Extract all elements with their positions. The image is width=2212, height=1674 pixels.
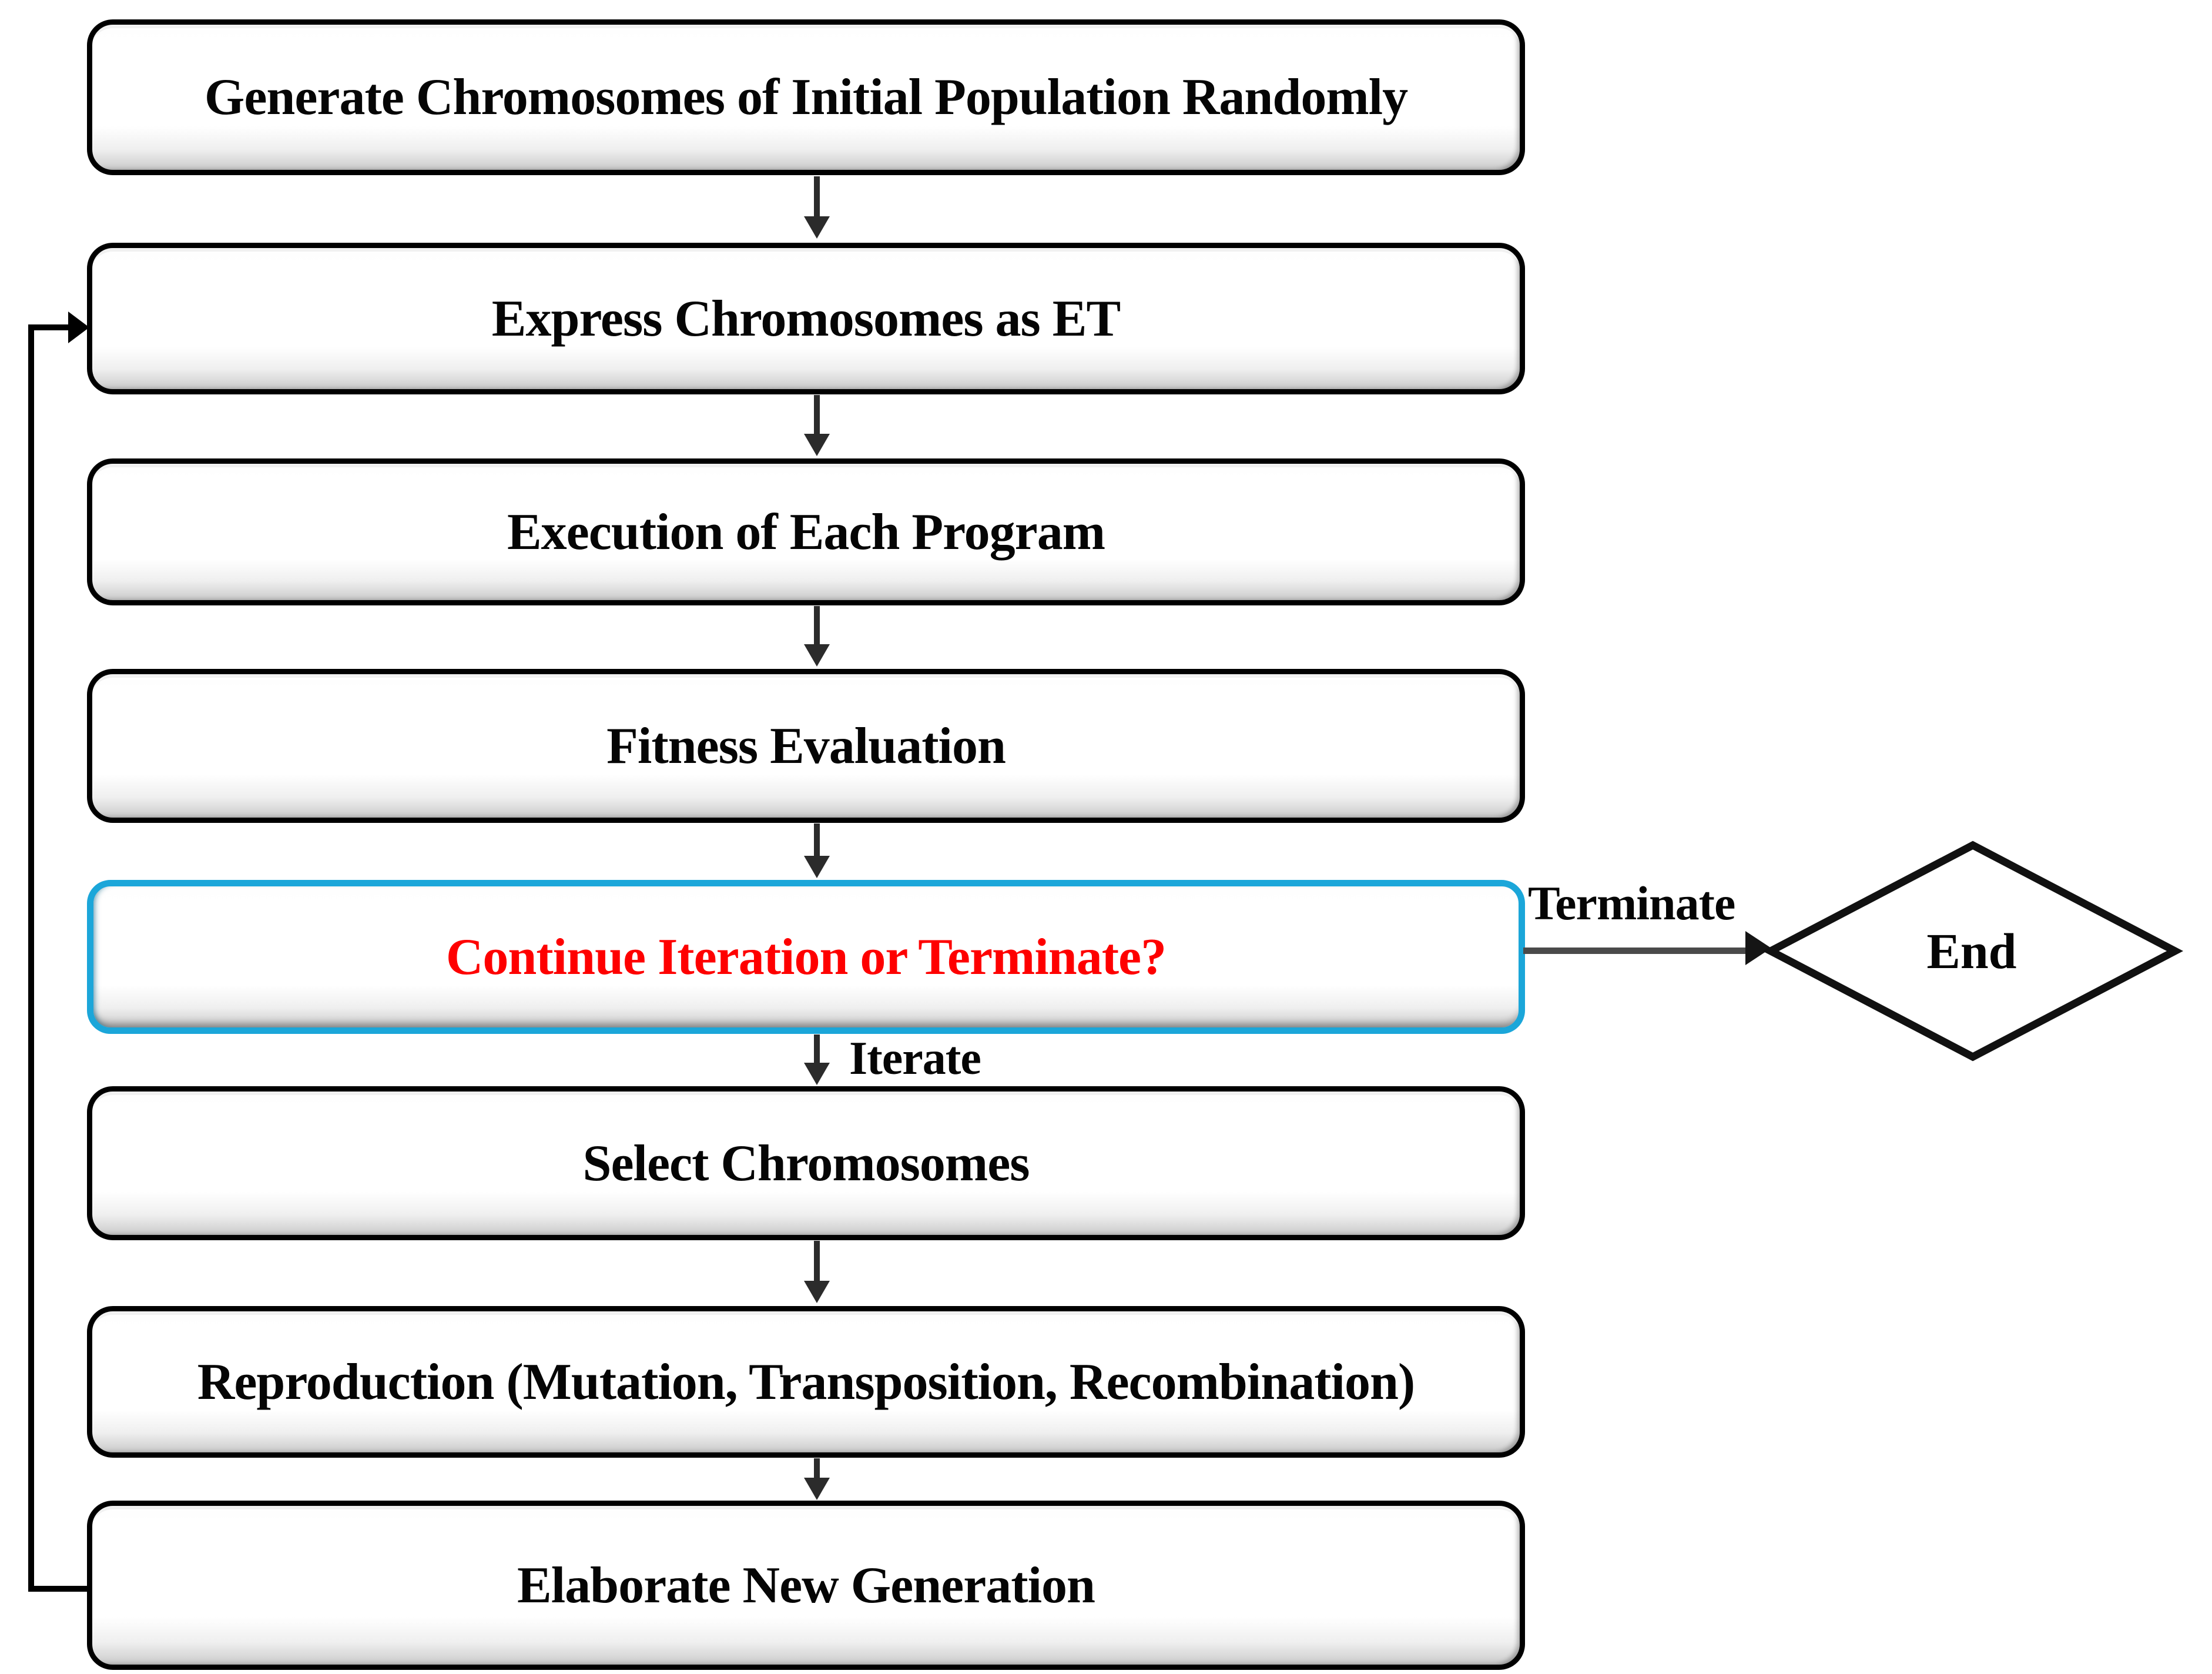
flow-box-select-chromosomes: Select Chromosomes [87, 1086, 1525, 1240]
end-diamond-shape [1754, 833, 2189, 1069]
flow-arrow-2-arrowhead-icon [804, 434, 830, 456]
flow-arrow-iterate-arrowhead-icon [804, 1063, 830, 1085]
flow-arrow-iterate-line [814, 1034, 820, 1064]
flow-arrow-7-line [814, 1458, 820, 1479]
flow-arrow-6-line [814, 1241, 820, 1282]
flow-arrow-7-arrowhead-icon [804, 1478, 830, 1500]
flow-box-generate-initial-population: Generate Chromosomes of Initial Populati… [87, 19, 1525, 175]
flow-arrow-6-arrowhead-icon [804, 1281, 830, 1303]
terminate-arrow-line [1523, 948, 1748, 954]
end-terminal-label: End [1926, 923, 2017, 979]
end-diamond-icon [1762, 841, 2184, 1062]
flow-arrow-1-line [814, 176, 820, 217]
flow-arrow-3-arrowhead-icon [804, 644, 830, 667]
loop-arrowhead-icon [68, 312, 89, 343]
terminate-edge-label: Terminate [1528, 876, 1735, 930]
flow-box-fitness-evaluation: Fitness Evaluation [87, 669, 1525, 823]
flow-box-reproduction: Reproduction (Mutation, Transposition, R… [87, 1306, 1525, 1458]
flow-box-execute-programs: Execution of Each Program [87, 458, 1525, 605]
flow-arrow-4-line [814, 823, 820, 857]
terminate-arrowhead-icon [1745, 931, 1771, 965]
flow-box-express-chromosomes: Express Chromosomes as ET [87, 243, 1525, 394]
flow-box-decision-continue-or-terminate: Continue Iteration or Terminate? [87, 880, 1525, 1034]
flow-arrow-3-line [814, 606, 820, 645]
loop-vertical-segment [28, 324, 34, 1592]
flow-arrow-1-arrowhead-icon [804, 216, 830, 239]
iterate-edge-label: Iterate [849, 1033, 981, 1084]
flow-arrow-2-line [814, 395, 820, 435]
flow-arrow-4-arrowhead-icon [804, 856, 830, 878]
flow-box-elaborate-new-generation: Elaborate New Generation [87, 1501, 1525, 1670]
loop-bottom-segment [28, 1586, 89, 1592]
loop-top-segment [28, 324, 71, 330]
